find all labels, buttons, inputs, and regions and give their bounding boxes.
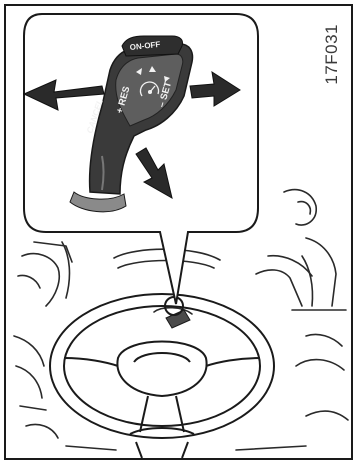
figure-frame: ON-OFF CANCEL + RES – SET — [4, 4, 353, 460]
figure-code: 17F031 — [322, 24, 342, 85]
column-lever-small — [165, 297, 190, 328]
cruise-control-illustration: ON-OFF CANCEL + RES – SET — [6, 6, 353, 460]
steering-wheel-icon — [50, 294, 274, 458]
